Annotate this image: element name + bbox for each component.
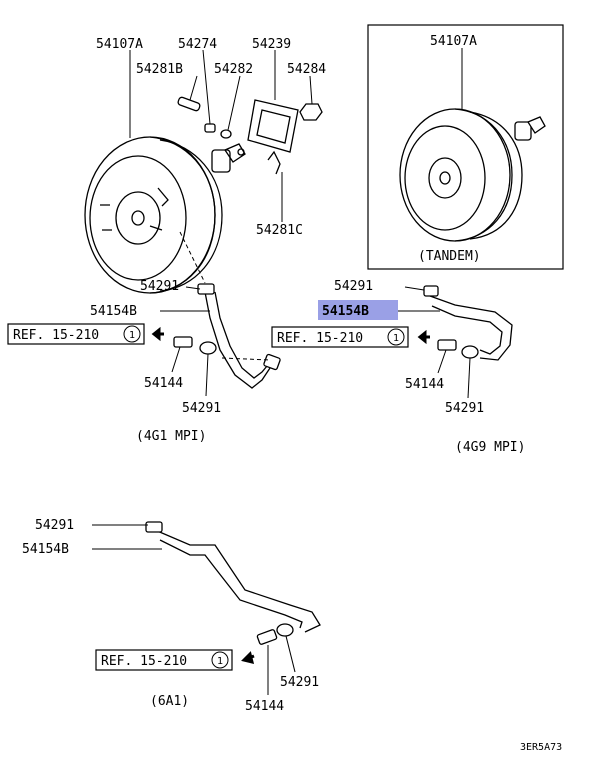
ref-num-a: 1 <box>129 330 135 341</box>
label-54291-c2: 54291 <box>280 675 319 690</box>
diagram-code: 3ER5A73 <box>520 742 562 753</box>
tandem-box <box>367 24 564 270</box>
brake-booster-tandem <box>399 108 546 242</box>
label-54291-b: 54291 <box>334 279 373 294</box>
label-54239: 54239 <box>252 37 291 52</box>
label-54154b-a: 54154B <box>90 304 137 319</box>
label-54281b: 54281B <box>136 62 183 77</box>
leaders-4g9 <box>398 286 471 399</box>
label-54154b-b: 54154B <box>322 304 369 319</box>
label-54291-c: 54291 <box>35 518 74 533</box>
label-variant-4g1: (4G1 MPI) <box>136 429 206 444</box>
label-54291-a: 54291 <box>140 279 179 294</box>
leaders-6a1 <box>92 524 296 695</box>
label-54144-a: 54144 <box>144 376 183 391</box>
label-variant-6a1: (6A1) <box>150 694 189 709</box>
label-54144-c: 54144 <box>245 699 284 714</box>
label-54107a-left: 54107A <box>96 37 143 52</box>
leader-lines-top <box>129 49 313 284</box>
label-54144-b: 54144 <box>405 377 444 392</box>
arrow-left-icon <box>417 329 430 345</box>
label-tandem: (TANDEM) <box>418 249 481 264</box>
ref-box-b: REF. 15-210 1 <box>271 326 430 348</box>
brake-booster-left <box>84 136 246 294</box>
ref-text-a: REF. 15-210 <box>13 328 99 343</box>
ref-text-b: REF. 15-210 <box>277 331 363 346</box>
label-54282: 54282 <box>214 62 253 77</box>
ref-box-a: REF. 15-210 1 <box>7 323 164 345</box>
hose-4g1 <box>173 283 281 389</box>
ref-num-b: 1 <box>393 333 399 344</box>
hose-6a1 <box>145 521 321 645</box>
ref-box-c: REF. 15-210 1 <box>95 649 255 671</box>
arrow-left-icon <box>151 326 164 342</box>
ref-num-c: 1 <box>217 656 223 667</box>
label-54154b-c: 54154B <box>22 542 69 557</box>
highlight-54154B <box>318 300 398 320</box>
hose-4g9 <box>423 285 513 361</box>
small-parts <box>177 96 323 175</box>
label-54107a-right: 54107A <box>430 34 477 49</box>
label-54281c: 54281C <box>256 223 303 238</box>
label-54274: 54274 <box>178 37 217 52</box>
label-variant-4g9: (4G9 MPI) <box>455 440 525 455</box>
label-54291-a2: 54291 <box>182 401 221 416</box>
label-54291-b2: 54291 <box>445 401 484 416</box>
ref-text-c: REF. 15-210 <box>101 654 187 669</box>
label-54284: 54284 <box>287 62 326 77</box>
leaders-4g1 <box>160 286 271 397</box>
arrow-left-icon <box>241 651 255 665</box>
labels: 54107A 54274 54239 54281B 54282 54284 54… <box>22 34 562 753</box>
